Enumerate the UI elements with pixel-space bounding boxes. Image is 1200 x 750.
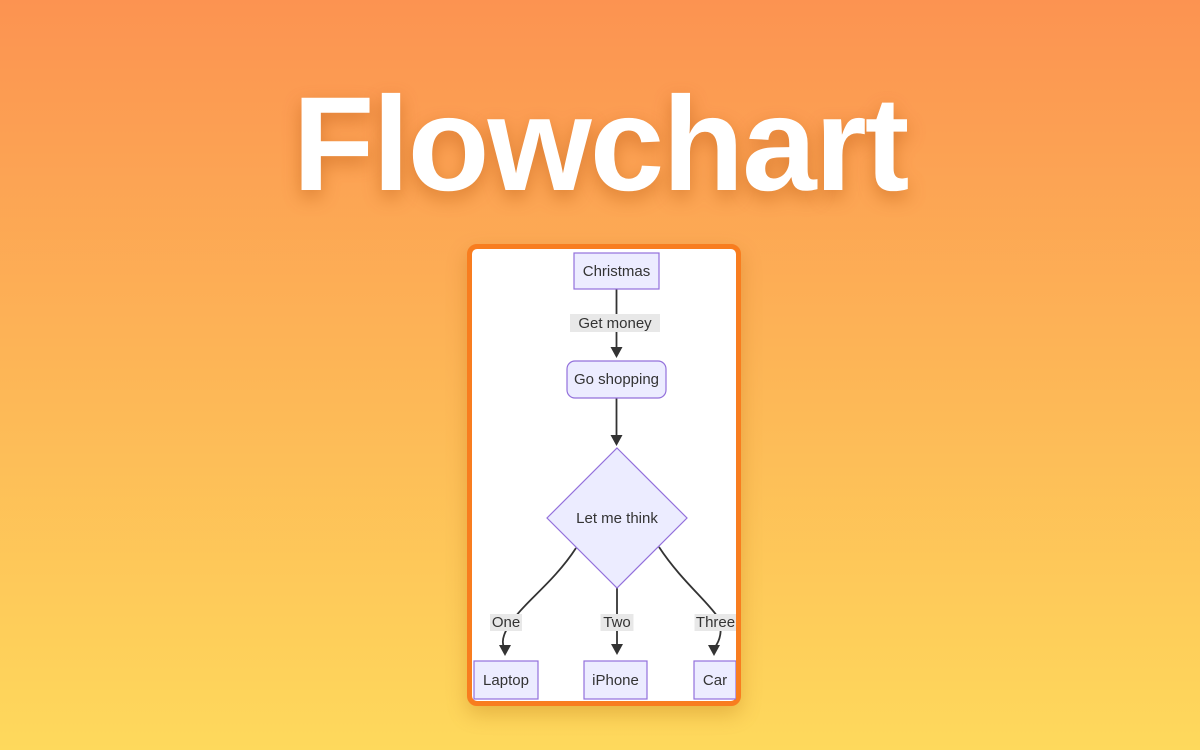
arrowhead-icon <box>708 645 720 656</box>
node-christmas-label: Christmas <box>583 263 651 280</box>
node-christmas <box>573 252 660 290</box>
node-iphone <box>583 660 648 700</box>
arrowhead-icon <box>499 645 511 656</box>
edge-let-me-think-laptop <box>502 547 577 648</box>
edge-let-me-think-car <box>658 546 722 648</box>
edge-label-bg <box>490 614 522 631</box>
node-laptop <box>473 660 539 700</box>
edge-label-bg <box>570 314 660 332</box>
edge-label-bg <box>694 614 736 631</box>
edge-label-three: Three <box>696 614 735 631</box>
node-let-me-think <box>546 447 688 589</box>
node-car <box>693 660 736 700</box>
node-let-me-think-label: Let me think <box>576 510 658 527</box>
flowchart-svg: Get money One Two Three Christmas Go sho… <box>473 252 736 700</box>
edge-label-bg <box>600 614 634 631</box>
flowchart-card: Get money One Two Three Christmas Go sho… <box>467 244 741 706</box>
edge-label-two: Two <box>603 614 631 631</box>
arrowhead-icon <box>610 347 623 358</box>
node-iphone-label: iPhone <box>592 672 639 689</box>
node-go-shopping <box>566 360 667 399</box>
arrowhead-icon <box>610 435 623 446</box>
node-car-label: Car <box>703 672 727 689</box>
node-laptop-label: Laptop <box>483 672 529 689</box>
arrowhead-icon <box>611 644 623 655</box>
edge-label-get-money: Get money <box>578 315 652 332</box>
edge-label-one: One <box>492 614 520 631</box>
page-title: Flowchart <box>292 70 910 219</box>
node-go-shopping-label: Go shopping <box>574 371 659 388</box>
